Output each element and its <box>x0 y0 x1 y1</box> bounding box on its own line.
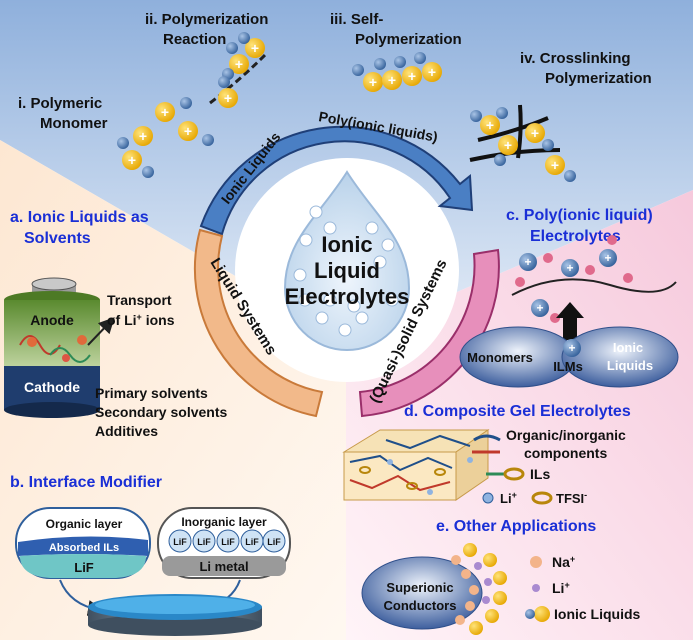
components-line2: components <box>524 445 607 461</box>
center-title-line3: Electrolytes <box>285 284 410 309</box>
svg-text:+: + <box>604 251 611 265</box>
gel-block <box>342 429 490 501</box>
arc-quasi-solid <box>358 248 500 418</box>
venn-ionic-line1: Ionic <box>613 340 643 355</box>
svg-text:+: + <box>428 64 436 80</box>
tfsi-icon <box>531 491 553 505</box>
svg-text:+: + <box>161 104 169 120</box>
svg-text:+: + <box>388 72 396 88</box>
ionic-liquids-legend-label: Ionic Liquids <box>554 606 641 622</box>
svg-text:+: + <box>504 137 512 153</box>
drop-ions <box>293 205 399 337</box>
lif-layer-label: LiF <box>74 560 94 575</box>
section-a-title-line2: Solvents <box>24 230 91 247</box>
organic-layer-panel <box>15 507 151 579</box>
label-iv-line2: Polymerization <box>545 70 652 87</box>
na-label: Na+ <box>552 554 575 570</box>
li-legend-label: Li+ <box>552 580 570 596</box>
svg-text:+: + <box>251 40 259 56</box>
venn-diagram: + <box>459 326 679 388</box>
svg-text:+: + <box>486 117 494 133</box>
ionic-liquid-anion-icon <box>525 609 535 619</box>
li-label: Li+ <box>500 490 517 506</box>
svg-text:+: + <box>184 123 192 139</box>
up-arrow-icon <box>556 302 584 340</box>
ionic-liquid-cation-icon <box>534 606 550 622</box>
transport-line1: Transport <box>107 292 172 308</box>
poly-chain-diagram: + + + + <box>511 235 677 323</box>
svg-text:+: + <box>536 301 543 315</box>
label-i-line1: i. Polymeric <box>18 95 102 112</box>
label-ii-line1: ii. Polymerization <box>145 11 268 28</box>
section-b-title: b. Interface Modifier <box>10 474 162 491</box>
li-metal-label: Li metal <box>199 559 248 574</box>
svg-text:+: + <box>224 90 232 106</box>
superionic-line2: Conductors <box>384 598 457 613</box>
solvent-additives: Additives <box>95 423 158 439</box>
center-title-line2: Liquid <box>314 258 380 283</box>
li-ion-icon <box>482 492 494 504</box>
li-metal-disk <box>88 594 262 636</box>
organic-component-icon <box>473 434 501 442</box>
lif-bubble-2: LiF <box>197 537 211 547</box>
svg-text:+: + <box>235 56 243 72</box>
svg-text:+: + <box>128 152 136 168</box>
label-iii-line2: Polymerization <box>355 31 462 48</box>
solvent-primary: Primary solvents <box>95 385 208 401</box>
polymeric-monomer-ions: + + + + <box>117 97 214 178</box>
absorbed-ils-label: Absorbed ILs <box>49 542 119 554</box>
label-i-line2: Monomer <box>40 115 108 132</box>
svg-text:+: + <box>568 341 575 355</box>
li-ion-legend-icon <box>532 584 540 592</box>
svg-text:+: + <box>369 74 377 90</box>
venn-ionic-line2: Liquids <box>607 358 653 373</box>
label-ii-line2: Reaction <box>163 31 226 48</box>
section-d-title: d. Composite Gel Electrolytes <box>404 403 631 420</box>
svg-text:+: + <box>524 255 531 269</box>
solvent-secondary: Secondary solvents <box>95 404 227 420</box>
battery-anode-label: Anode <box>30 312 74 328</box>
na-ion-icon <box>530 556 542 568</box>
ils-label: ILs <box>530 466 550 482</box>
battery-icon <box>4 277 100 418</box>
inorganic-layer-panel <box>157 507 291 579</box>
svg-text:+: + <box>408 68 416 84</box>
section-a-title-line1: a. Ionic Liquids as <box>10 209 149 226</box>
ils-ring-icon <box>503 467 525 481</box>
superionic-line1: Superionic <box>386 580 453 595</box>
battery-cathode-label: Cathode <box>24 379 80 395</box>
arc-ionic-to-poly <box>199 125 474 236</box>
section-c-title-line1: c. Poly(ionic liquid) <box>506 207 653 224</box>
lif-bubble-5: LiF <box>267 537 281 547</box>
svg-text:+: + <box>566 261 573 275</box>
section-e-title: e. Other Applications <box>436 518 596 535</box>
label-iv-line1: iv. Crosslinking <box>520 50 631 67</box>
inorganic-layer-label: Inorganic layer <box>181 515 267 529</box>
lif-bubble-4: LiF <box>245 537 259 547</box>
lif-bubble-1: LiF <box>173 537 187 547</box>
section-c-title-line2: Electrolytes <box>530 228 621 245</box>
self-polymerization: + + + + <box>352 52 442 92</box>
tfsi-label: TFSI- <box>556 490 587 506</box>
arc-liquid-systems <box>193 228 324 418</box>
svg-text:+: + <box>139 128 147 144</box>
svg-text:+: + <box>551 157 559 173</box>
components-line1: Organic/inorganic <box>506 427 626 443</box>
crosslinking-polymerization: + + + + <box>469 104 576 182</box>
label-iii-line1: iii. Self- <box>330 11 383 28</box>
lif-bubble-3: LiF <box>221 537 235 547</box>
transport-arrow <box>87 317 115 346</box>
superionic-conductor-icon <box>361 543 507 635</box>
svg-text:+: + <box>531 125 539 141</box>
organic-layer-label: Organic layer <box>46 517 123 531</box>
center-title-line1: Ionic <box>321 232 372 257</box>
transport-line2: of Li+ ions <box>107 312 175 328</box>
polymerization-reaction: + + + <box>209 32 267 108</box>
venn-monomers: Monomers <box>467 350 533 365</box>
venn-ilms: ILMs <box>553 359 583 374</box>
